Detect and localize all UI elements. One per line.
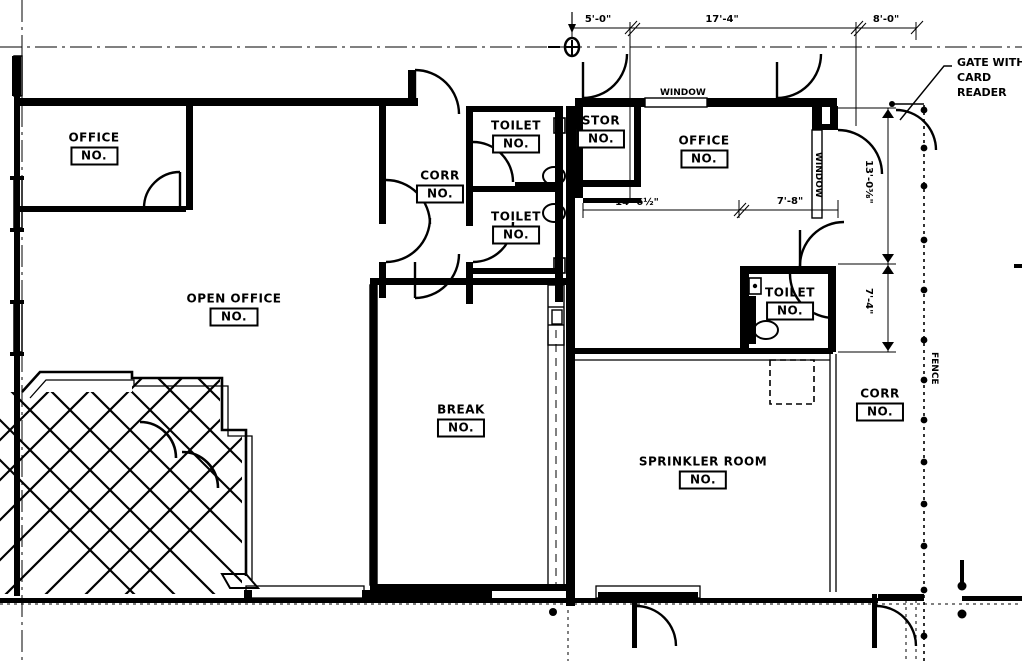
room-name: OFFICE	[68, 130, 120, 145]
dimension-text-13-0-3-8: 13'-0⅜"	[863, 160, 874, 204]
room-label-corr-right: CORR NO.	[855, 386, 905, 422]
room-name: TOILET	[491, 118, 541, 133]
room-label-sprinkler-room: SPRINKLER ROOM NO.	[639, 455, 767, 490]
annotation-fence: FENCE	[929, 352, 939, 385]
room-label-toilet-upper: TOILET NO.	[491, 119, 541, 154]
counter-lines	[515, 182, 756, 344]
room-number-box: NO.	[436, 418, 486, 438]
gate-note-line-1: GATE WITH	[957, 56, 1022, 69]
room-label-office-left: OFFICE NO.	[68, 131, 119, 166]
room-number-box: NO.	[69, 146, 119, 166]
right-edge-marks	[1014, 264, 1022, 268]
annotation-window-top: WINDOW	[660, 88, 706, 98]
room-number-box: NO.	[209, 307, 259, 327]
room-name: TOILET	[491, 209, 541, 224]
dimension-text-8-0: 8'-0"	[872, 14, 900, 25]
bottom-gate-jambs	[549, 594, 877, 648]
room-label-corr-center: CORR NO.	[415, 168, 465, 204]
room-name: OPEN OFFICE	[186, 291, 282, 306]
room-name: STOR	[581, 113, 621, 128]
gate-note-line-3: READER	[957, 86, 1007, 99]
dimension-lines-top	[568, 12, 924, 110]
fixture-dots	[557, 122, 758, 289]
room-number-box: NO.	[678, 470, 728, 490]
room-name: SPRINKLER ROOM	[638, 454, 768, 469]
gate-note-line-2: CARD	[957, 71, 992, 84]
dimension-text-7-8: 7'-8"	[776, 196, 804, 207]
partition-strip-outline	[547, 330, 565, 589]
interior-walls	[14, 70, 838, 606]
room-name: CORR	[420, 168, 460, 183]
room-number-box: NO.	[855, 402, 905, 422]
fence-dotted-line	[889, 101, 928, 661]
wall-thin-lines	[369, 284, 565, 586]
hatched-stair-area	[0, 370, 261, 594]
room-number-box: NO.	[765, 301, 815, 321]
room-number-box: NO.	[491, 225, 541, 245]
bottom-exterior-wall	[0, 590, 1022, 603]
sprinkler-room-outline	[575, 354, 837, 592]
dimension-lines-interior	[582, 200, 839, 219]
exterior-window-left	[13, 55, 23, 353]
room-label-stor: STOR NO.	[576, 113, 626, 149]
room-label-break: BREAK NO.	[436, 402, 486, 438]
room-number-box: NO.	[415, 184, 465, 204]
room-name: OFFICE	[678, 133, 730, 148]
room-number-box: NO.	[679, 149, 729, 169]
dimension-text-7-4: 7'-4"	[863, 288, 874, 315]
dimension-text-14-6-half: 14'-6½"	[615, 197, 659, 208]
room-label-toilet-right: TOILET NO.	[765, 286, 815, 321]
annotation-gate-with-card-reader: GATE WITH CARD READER	[957, 55, 1022, 100]
room-name: TOILET	[765, 285, 815, 300]
bottom-wall-outline	[245, 585, 701, 599]
annotation-window-right: WINDOW	[813, 152, 823, 198]
dimension-lines-vertical-right	[838, 107, 896, 353]
room-number-box: NO.	[576, 129, 626, 149]
room-number-box: NO.	[491, 134, 541, 154]
column-grid-bubble	[548, 36, 581, 58]
bottom-gate-lines	[567, 600, 917, 661]
gate-leader-line	[899, 65, 952, 121]
room-label-toilet-lower: TOILET NO.	[491, 210, 541, 245]
bottom-gate-post	[957, 560, 967, 619]
exterior-walls	[10, 56, 24, 596]
dimension-text-5-0: 5'-0"	[584, 14, 612, 25]
room-label-open-office: OPEN OFFICE NO.	[187, 292, 282, 327]
fixture-small-boxes	[553, 117, 762, 295]
dimension-text-17-4: 17'-4"	[705, 14, 739, 25]
window-glazing	[644, 97, 823, 219]
extension-lines	[629, 110, 857, 200]
room-label-office-right: OFFICE NO.	[678, 134, 729, 169]
room-name: BREAK	[437, 402, 485, 417]
room-name: CORR	[860, 386, 900, 401]
